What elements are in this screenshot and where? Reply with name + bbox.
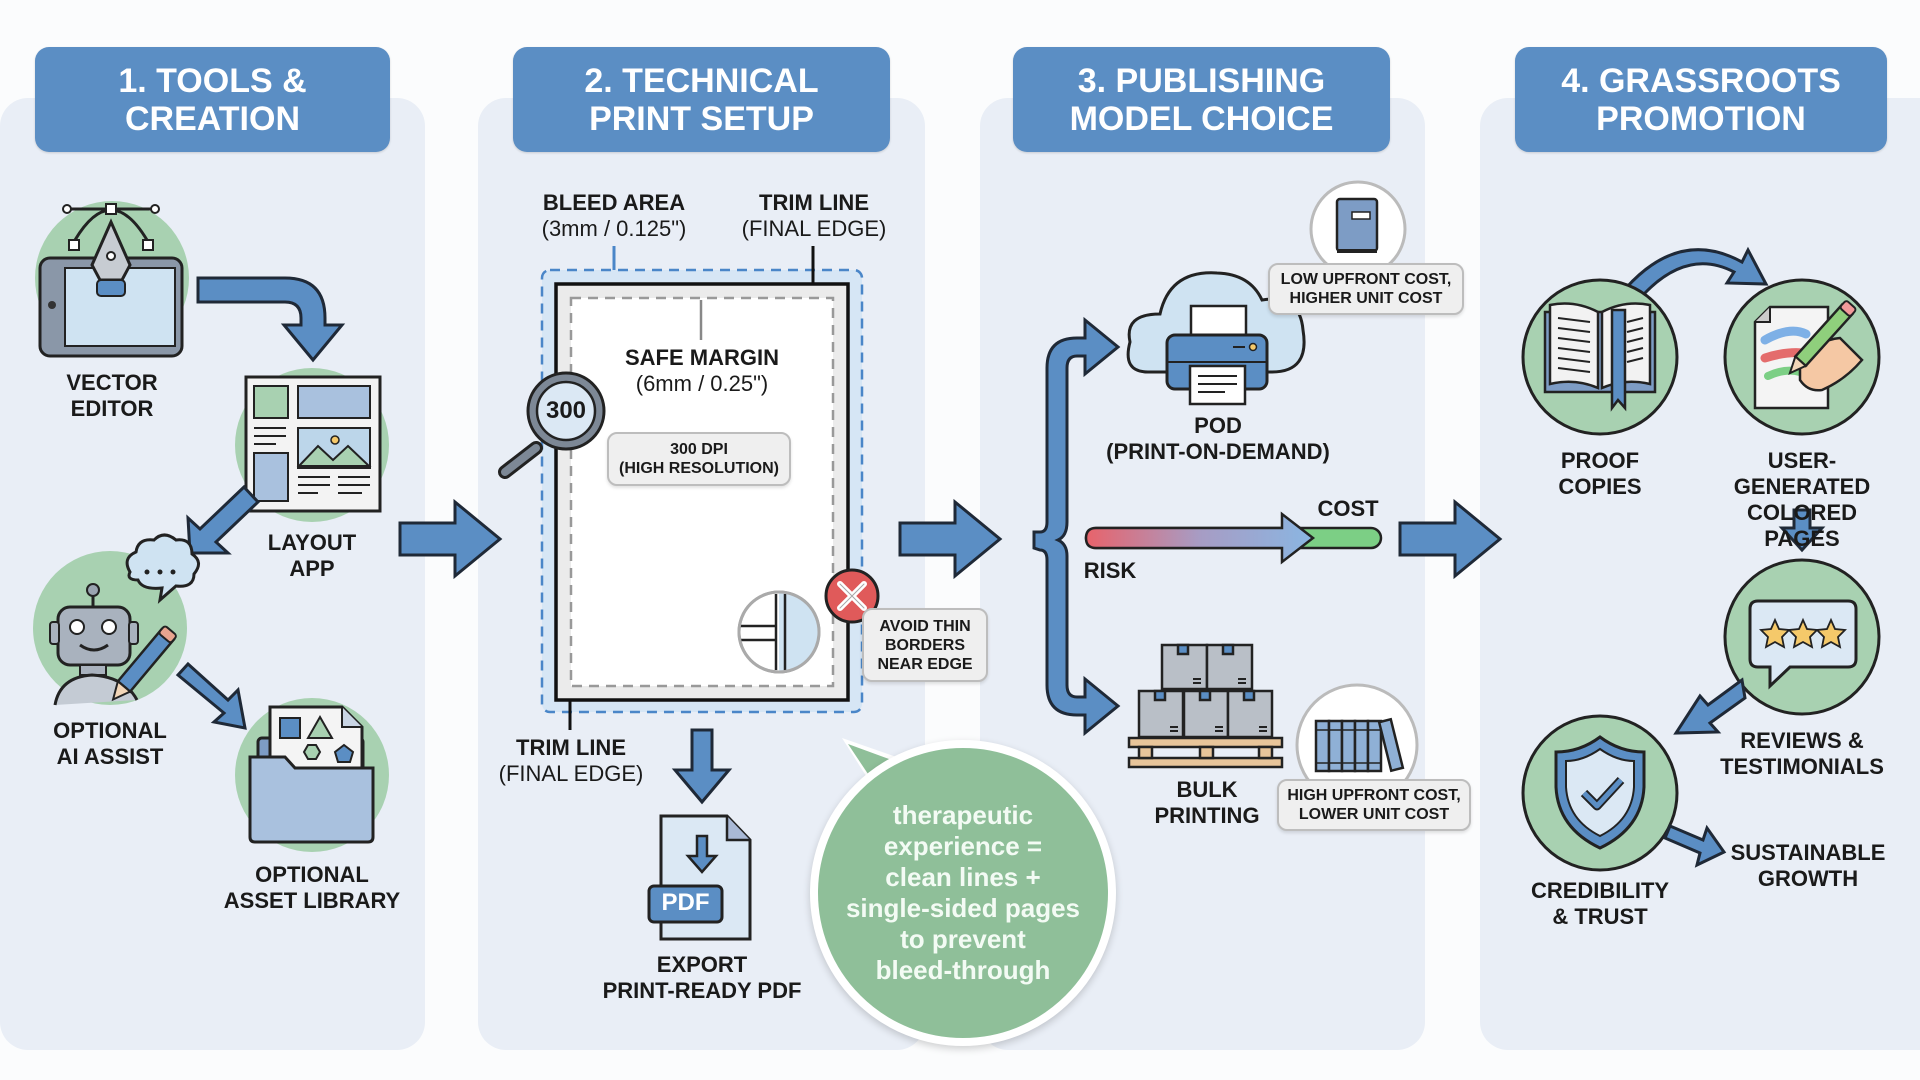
star-review-bubble-icon: [1723, 558, 1881, 716]
arrow-to-asset-library: [175, 661, 247, 730]
safe-margin-value: (6mm / 0.25"): [635, 371, 769, 396]
arrow-panel1-to-panel2: [398, 498, 503, 580]
label-proof-copies: PROOF COPIES: [1558, 448, 1642, 499]
label-export-pdf: EXPORT PRINT-READY PDF: [602, 952, 802, 1003]
magnifier-icon: [498, 371, 606, 479]
arrow-panel2-to-panel3: [898, 498, 1003, 580]
label-ai-assist: OPTIONAL AI ASSIST: [53, 718, 167, 769]
label-bulk-printing: BULK PRINTING: [1154, 777, 1260, 828]
bleed-area-value: (3mm / 0.125"): [541, 216, 687, 241]
hand-coloring-icon: [1723, 278, 1881, 436]
bleed-area-title: BLEED AREA: [542, 190, 686, 215]
bulk-cost-note: HIGH UPFRONT COST, LOWER UNIT COST: [1277, 779, 1471, 831]
pdf-file-icon: [647, 814, 752, 941]
print-page-diagram: [540, 246, 864, 730]
safe-margin-title: SAFE MARGIN: [625, 345, 779, 370]
arrow-to-export: [671, 728, 733, 805]
single-book-icon: [1309, 180, 1407, 278]
pod-cost-note: LOW UPFRONT COST, HIGHER UNIT COST: [1268, 263, 1464, 315]
arrow-to-ai-assist: [186, 484, 261, 555]
trim-line-top-title: TRIM LINE: [759, 190, 869, 215]
page-layout-icon: [235, 368, 389, 522]
panel-2-title: 2. TECHNICAL PRINT SETUP: [513, 47, 890, 152]
avoid-thin-borders-note: AVOID THIN BORDERS NEAR EDGE: [862, 608, 988, 682]
panel-4-title: 4. GRASSROOTS PROMOTION: [1515, 47, 1887, 152]
trim-line-bottom-value: (FINAL EDGE): [498, 761, 644, 786]
risk-cost-scale: [1084, 511, 1383, 565]
trim-line-bottom-title: TRIM LINE: [516, 735, 626, 760]
panel-3-title: 3. PUBLISHING MODEL CHOICE: [1013, 47, 1390, 152]
pdf-badge-text: PDF: [661, 889, 710, 916]
trim-line-top-value: (FINAL EDGE): [741, 216, 887, 241]
book-shelf-icon: [1295, 683, 1419, 807]
arrow-to-growth: [1663, 824, 1727, 868]
therapeutic-tip-bubble: therapeutic experience = clean lines + s…: [810, 740, 1116, 1046]
panel-1-title: 1. TOOLS & CREATION: [35, 47, 390, 152]
label-layout-app: LAYOUT APP: [267, 530, 357, 581]
dpi-badge: 300 DPI (HIGH RESOLUTION): [607, 432, 791, 486]
thin-border-detail-icon: [737, 590, 821, 674]
cloud-printer-icon: [1126, 271, 1306, 406]
arrow-to-user-generated: [1623, 246, 1769, 296]
folder-shapes-icon: [235, 698, 389, 852]
label-asset-library: OPTIONAL ASSET LIBRARY: [223, 862, 401, 913]
label-reviews: REVIEWS & TESTIMONIALS: [1720, 728, 1884, 779]
label-sustainable-growth: SUSTAINABLE GROWTH: [1730, 840, 1886, 891]
magnifier-value: 300: [545, 397, 587, 424]
arrow-to-layout: [196, 276, 346, 363]
label-vector-editor: VECTOR EDITOR: [66, 370, 158, 421]
scale-risk-label: RISK: [1083, 558, 1137, 583]
open-book-icon: [1521, 278, 1679, 436]
shield-check-icon: [1521, 714, 1679, 872]
label-user-generated: USER-GENERATED COLORED PAGES: [1733, 448, 1871, 551]
pallet-boxes-icon: [1127, 643, 1284, 769]
branch-brace-arrows: [1032, 316, 1121, 737]
robot-icon: [33, 533, 200, 706]
pen-tool-tablet-icon: [35, 201, 189, 358]
label-credibility: CREDIBILITY & TRUST: [1530, 878, 1670, 929]
arrow-panel3-to-panel4: [1398, 498, 1503, 580]
arrow-to-reviews: [1778, 508, 1826, 553]
arrow-to-credibility: [1673, 677, 1747, 735]
scale-cost-label: COST: [1317, 496, 1379, 521]
label-pod: POD (PRINT-ON-DEMAND): [1106, 413, 1330, 464]
